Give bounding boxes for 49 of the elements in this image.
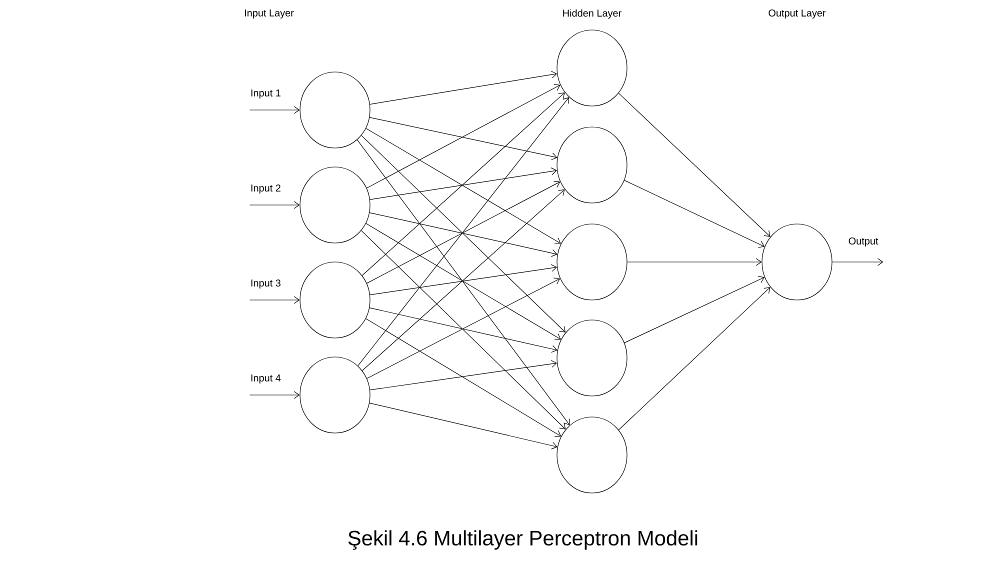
neuron-label: Input 3 bbox=[251, 279, 280, 288]
layer-title: Input Layer bbox=[245, 10, 294, 18]
neuron-label: Input 4 bbox=[251, 374, 281, 384]
connection-arrow bbox=[366, 128, 562, 244]
connection-arrow bbox=[356, 139, 570, 426]
connection-arrow bbox=[624, 180, 765, 248]
connection-arrow bbox=[369, 308, 558, 353]
connection-arrow bbox=[361, 230, 566, 430]
connection-arrow bbox=[369, 212, 558, 257]
connection-arrow bbox=[370, 70, 558, 105]
connection-arrow bbox=[369, 117, 558, 160]
neuron-label: Output bbox=[848, 237, 878, 246]
connection-arrow bbox=[370, 360, 558, 390]
connection-arrow bbox=[366, 223, 562, 340]
neuron-circle bbox=[556, 416, 628, 494]
neuron-circle bbox=[300, 166, 370, 244]
connection-arrow bbox=[366, 318, 562, 437]
connection-arrow bbox=[362, 92, 565, 276]
neuron-label: Input 2 bbox=[251, 184, 280, 194]
connection-arrow bbox=[618, 287, 770, 430]
neuron-circle bbox=[762, 224, 832, 300]
connection-arrow bbox=[370, 264, 558, 296]
input-arrow bbox=[249, 201, 300, 209]
input-arrow bbox=[249, 106, 300, 114]
neuron-circle bbox=[300, 356, 370, 434]
connection-arrow bbox=[627, 258, 762, 266]
neuron-circle bbox=[300, 262, 370, 338]
connection-arrow bbox=[618, 92, 770, 237]
neuron-circle bbox=[556, 30, 628, 106]
neuron-circle bbox=[556, 224, 628, 300]
connection-arrow bbox=[361, 135, 566, 333]
input-arrow bbox=[249, 391, 300, 399]
connection-arrow bbox=[624, 276, 765, 344]
connection-arrow bbox=[366, 278, 560, 379]
connection-arrow bbox=[366, 84, 560, 188]
neuron-label: Input 1 bbox=[251, 90, 280, 98]
connection-arrow bbox=[358, 97, 570, 366]
neuron-circle bbox=[556, 126, 628, 204]
connection-arrow bbox=[370, 168, 558, 200]
neuron-circle bbox=[300, 72, 370, 148]
connection-arrow bbox=[362, 189, 565, 371]
output-arrow bbox=[832, 258, 884, 266]
caption: Şekil 4.6 Multilayer Perceptron Modeli bbox=[348, 530, 698, 550]
neuron-circle bbox=[556, 320, 628, 396]
input-arrow bbox=[249, 296, 300, 304]
connection-arrow bbox=[369, 402, 558, 450]
layer-title: Hidden Layer bbox=[563, 9, 622, 19]
connection-arrow bbox=[366, 180, 560, 284]
layer-title: Output Layer bbox=[768, 10, 826, 18]
